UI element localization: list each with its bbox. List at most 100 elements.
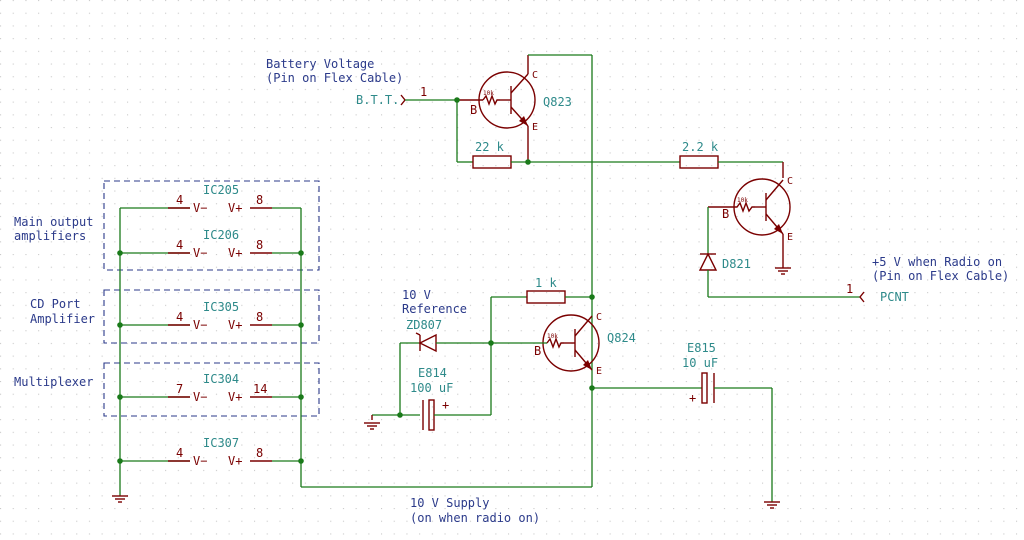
ic304-vm-pin: 7: [176, 382, 183, 396]
ic205-vm: V−: [193, 201, 207, 215]
r1k-value: 1 k: [535, 276, 557, 290]
ic205-vp-pin: 8: [256, 193, 263, 207]
group-box-main-amps: [103, 180, 320, 271]
q824-base-res: 10k: [547, 333, 558, 340]
capacitor-e814: + E814 100 uF: [364, 343, 492, 431]
e815-ref: E815: [687, 341, 716, 355]
ic305-vm: V−: [193, 318, 207, 332]
ic206-vm-pin: 4: [176, 238, 183, 252]
cd-port-note: CD Port: [30, 297, 81, 311]
ic304-vp-pin: 14: [253, 382, 267, 396]
qpcnt-base-res: 10k: [737, 197, 748, 204]
ic307-vm: V−: [193, 454, 207, 468]
junction: [298, 250, 304, 256]
junction: [298, 458, 304, 464]
q823-b-label: B: [470, 103, 477, 117]
ic206-vm: V−: [193, 246, 207, 260]
q823-base-res: 10k: [483, 90, 494, 97]
pcnt-label: PCNT: [880, 290, 909, 304]
battery-voltage-note-sub: (Pin on Flex Cable): [266, 71, 403, 85]
ic205-vm-pin: 4: [176, 193, 183, 207]
group-box-cd-port: [103, 289, 320, 344]
ref-note-sub: Reference: [402, 302, 467, 316]
q823-c-label: C: [532, 70, 538, 81]
transistor-q823: 10k B C E Q823: [457, 55, 572, 162]
q824-ref: Q824: [607, 331, 636, 345]
ic205-ref: IC205: [203, 183, 239, 197]
junction: [117, 322, 123, 328]
ground-symbol: [775, 267, 791, 275]
ic304-ref: IC304: [203, 372, 239, 386]
resistor-22k: 22 k: [456, 100, 680, 169]
q824-e-label: E: [596, 366, 602, 377]
junction: [454, 97, 460, 103]
ic206-power: 4 8 V− V+ IC206: [120, 228, 301, 260]
resistor-2-2k: 2.2 k: [679, 140, 784, 178]
qpcnt-e-label: E: [787, 232, 793, 243]
junction: [117, 394, 123, 400]
e814-value: 100 uF: [410, 381, 453, 395]
zd807-ref: ZD807: [406, 318, 442, 332]
battery-voltage-note: Battery Voltage: [266, 57, 374, 71]
main-amp-note: Main output: [14, 215, 93, 229]
ic305-vp-pin: 8: [256, 310, 263, 324]
junction: [117, 458, 123, 464]
cd-port-note-sub: Amplifier: [30, 312, 95, 326]
junction: [525, 159, 531, 165]
pcnt-input: 1 PCNT: [708, 282, 909, 304]
btt-pin-number: 1: [420, 85, 427, 99]
ic307-power: 4 8 V− V+ IC307: [120, 436, 301, 468]
btt-input: 1 B.T.T.: [356, 85, 457, 107]
ic307-vp: V+: [228, 454, 242, 468]
ic304-vm: V−: [193, 390, 207, 404]
main-amp-note-sub: amplifiers: [14, 229, 86, 243]
q823-ref: Q823: [543, 95, 572, 109]
diode-d821: D821: [698, 207, 751, 297]
supply-note-sub: (on when radio on): [410, 511, 540, 525]
q823-e-label: E: [532, 122, 538, 133]
ic205-power: 4 8 V− V+ IC205: [120, 183, 301, 215]
capacitor-e815: + E815 10 uF: [592, 341, 780, 509]
e814-ref: E814: [418, 366, 447, 380]
q824-b-label: B: [534, 344, 541, 358]
junction: [298, 394, 304, 400]
qpcnt-b-label: B: [722, 207, 729, 221]
qpcnt-c-label: C: [787, 176, 793, 187]
zener-zd807: ZD807: [399, 318, 491, 415]
ic205-vp: V+: [228, 201, 242, 215]
ic304-vp: V+: [228, 390, 242, 404]
ic304-power: 7 14 V− V+ IC304: [120, 372, 301, 404]
radio-on-note: +5 V when Radio on: [872, 255, 1002, 269]
ic305-vm-pin: 4: [176, 310, 183, 324]
transistor-q824: 10k B C E Q824: [491, 312, 636, 377]
ic206-vp-pin: 8: [256, 238, 263, 252]
d821-ref: D821: [722, 257, 751, 271]
ic206-vp: V+: [228, 246, 242, 260]
ic305-ref: IC305: [203, 300, 239, 314]
ground-symbol: [112, 495, 128, 503]
e815-plus: +: [689, 391, 696, 405]
ic307-vp-pin: 8: [256, 446, 263, 460]
ic305-vp: V+: [228, 318, 242, 332]
radio-on-note-sub: (Pin on Flex Cable): [872, 269, 1009, 283]
junction: [397, 412, 403, 418]
r2-2k-value: 2.2 k: [682, 140, 719, 154]
r22k-value: 22 k: [475, 140, 505, 154]
group-box-mux: [103, 362, 320, 417]
junction: [298, 322, 304, 328]
junction: [589, 294, 595, 300]
ic307-ref: IC307: [203, 436, 239, 450]
ic305-power: 4 8 V− V+ IC305: [120, 300, 301, 332]
transistor-pcnt: 10k B C E: [708, 176, 793, 268]
supply-note: 10 V Supply: [410, 496, 489, 510]
btt-label: B.T.T.: [356, 93, 399, 107]
ic206-ref: IC206: [203, 228, 239, 242]
pcnt-pin-number: 1: [846, 282, 853, 296]
ref-note: 10 V: [402, 288, 431, 302]
mux-note: Multiplexer: [14, 375, 93, 389]
junction: [117, 250, 123, 256]
e814-plus: +: [442, 398, 449, 412]
ic307-vm-pin: 4: [176, 446, 183, 460]
